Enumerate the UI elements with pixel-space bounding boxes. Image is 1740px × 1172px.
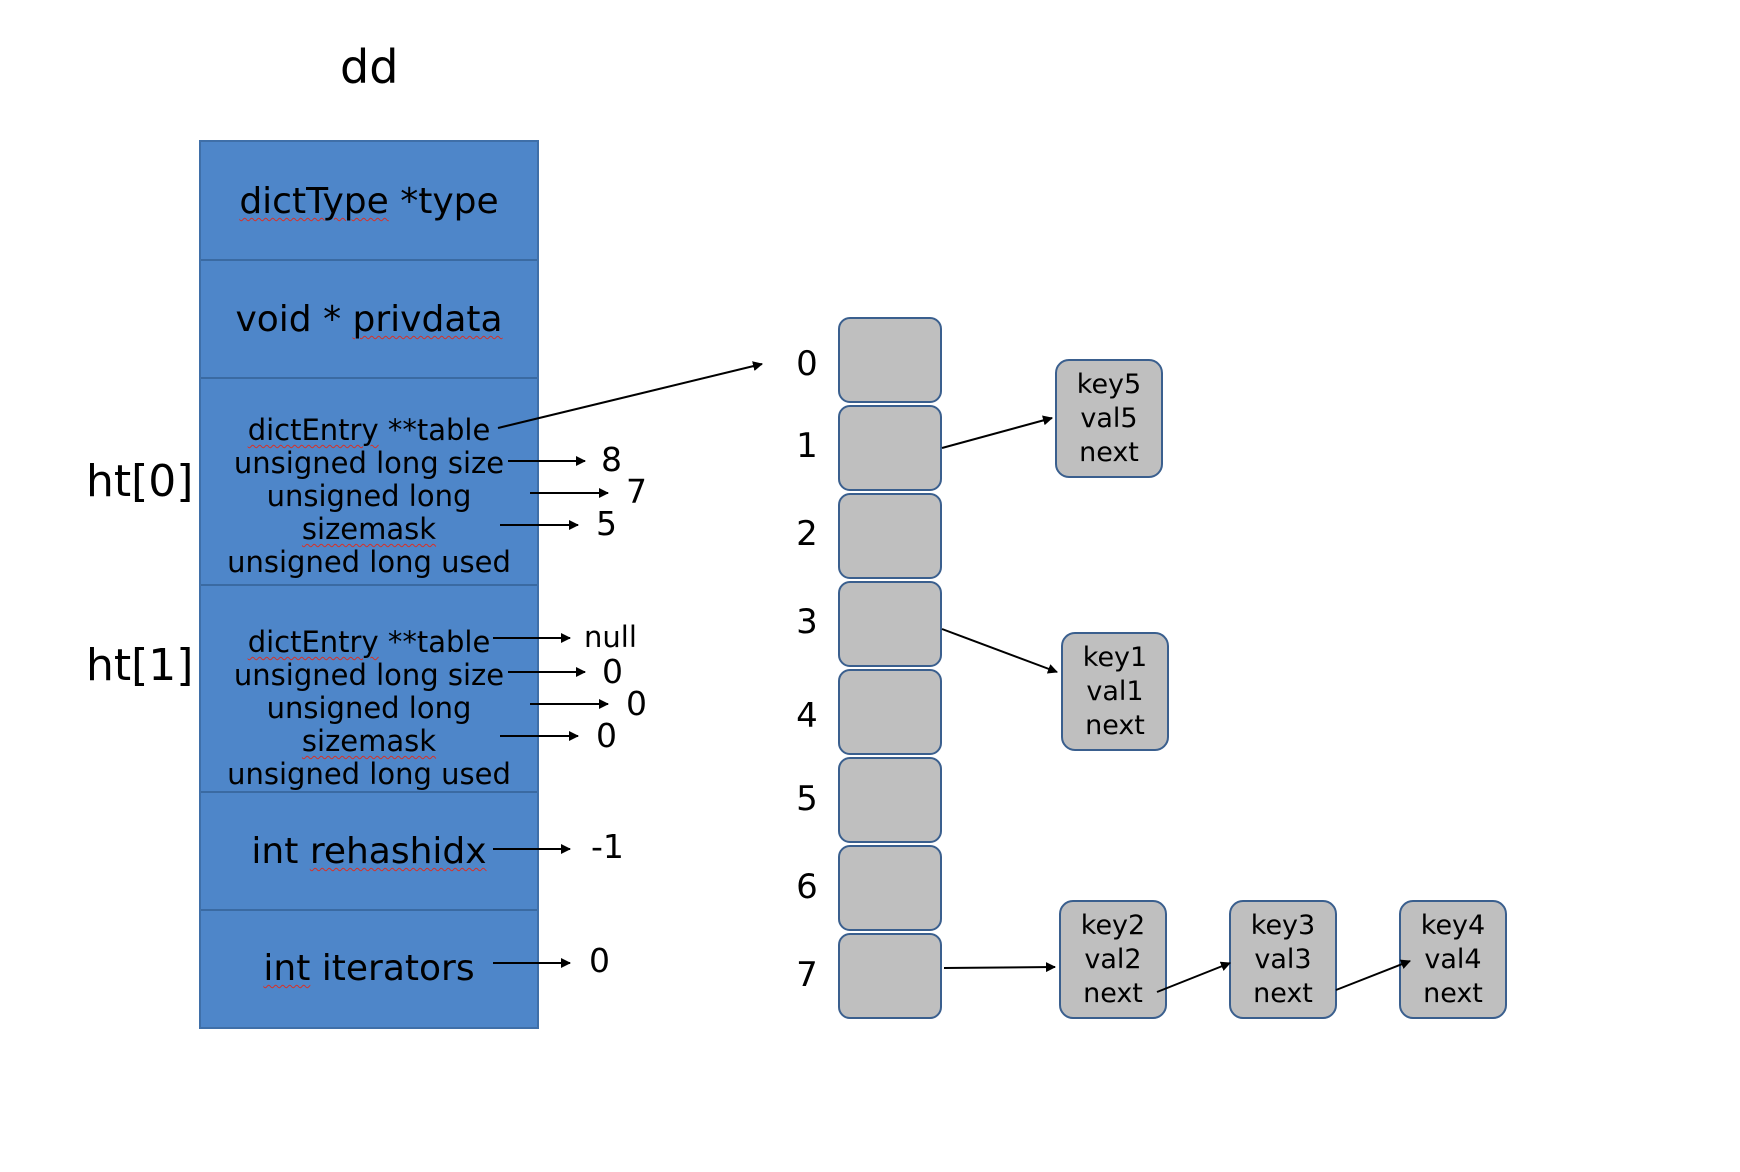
ht0-size-value: 8 [601,440,622,479]
ht1-table-value: null [584,620,637,654]
ht1-used-field: unsigned long used [227,757,511,791]
bucket-index: 1 [796,426,818,466]
bucket-index: 7 [796,955,818,995]
bucket7-arrow [943,962,1056,973]
bucket-slot [838,757,942,843]
ht1-table-field: dictEntry **table [247,625,491,659]
ht1-size-field: unsigned long size [233,658,505,692]
ht1-size-value: 0 [602,652,623,691]
bucket-slot [838,581,942,667]
ht0-used-field: unsigned long used [227,545,511,579]
bucket-slot [838,933,942,1019]
bucket-slot [838,493,942,579]
bucket-index: 6 [796,867,818,907]
table-pointer-arrow [497,361,763,429]
dict-struct: dictType *type void * privdata dictEntry… [199,140,539,1029]
key3-next-arrow [1335,959,1411,991]
iterators-value: 0 [589,941,610,980]
ht1-label: ht[1] [86,640,194,691]
rehashidx-field: int rehashidx [201,793,537,911]
ht0-used-value: 5 [596,504,617,543]
type-field: dictType *type [201,142,537,261]
bucket-index: 3 [796,602,818,642]
rehashidx-value: -1 [591,827,624,866]
iterators-field: int iterators [263,948,475,989]
bucket3-arrow [941,628,1058,674]
ht1-used-value: 0 [596,716,617,755]
bucket-index: 2 [796,514,818,554]
bucket-slot [838,845,942,931]
ht0-struct: dictEntry **table unsigned long size uns… [201,379,537,586]
bucket-slot [838,405,942,491]
ht0-label: ht[0] [86,456,194,507]
ht0-size-field: unsigned long size [233,446,505,480]
bucket-slot [838,317,942,403]
ht0-table-field: dictEntry **table [247,413,491,447]
ht1-sizemask-field: unsigned long sizemask [266,691,472,758]
bucket-index: 4 [796,696,818,736]
ht0-sizemask-value: 7 [626,472,647,511]
ht1-sizemask-value: 0 [626,684,647,723]
ht0-sizemask-field: unsigned long sizemask [266,479,472,546]
key2-next-arrow [1156,961,1231,993]
bucket-index: 0 [796,344,818,384]
bucket1-arrow [941,415,1053,449]
privdata-field: void * privdata [201,261,537,379]
ht1-struct: dictEntry **table unsigned long size uns… [201,586,537,793]
type-name: dictType [239,181,389,222]
dict-title: dd [340,40,399,94]
bucket-slot [838,669,942,755]
bucket-index: 5 [796,779,818,819]
